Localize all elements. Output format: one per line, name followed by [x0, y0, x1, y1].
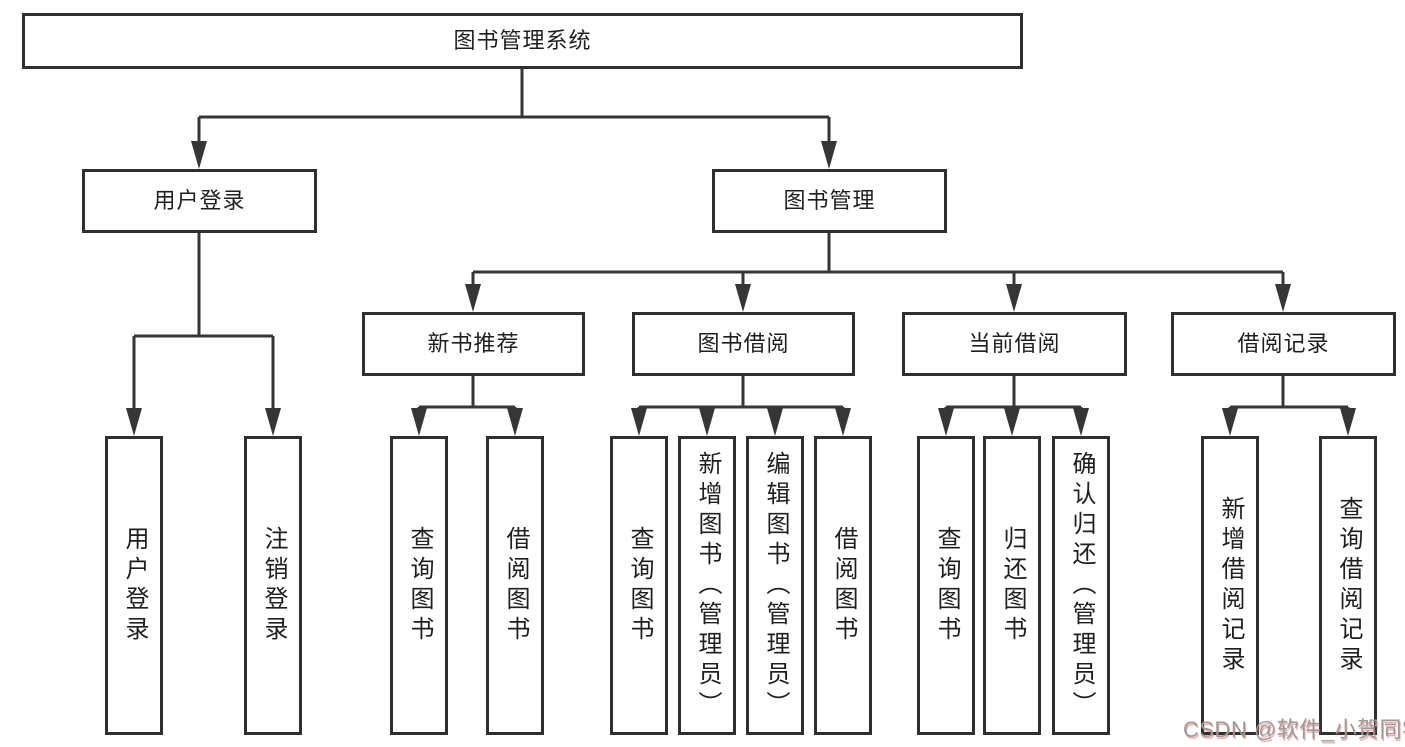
node-current-borrow: 当前借阅 [902, 312, 1127, 376]
leaf-borrow-edit-books-admin: 编辑图书（管理员） [746, 436, 804, 735]
node-book-borrow: 图书借阅 [632, 312, 855, 376]
leaf-logout-login: 注销登录 [244, 436, 302, 735]
arrowheads [126, 141, 1356, 436]
leaf-current-confirm-return-admin: 确认归还（管理员） [1052, 436, 1110, 735]
leaf-current-query-books: 查询图书 [917, 436, 975, 735]
leaf-user-login: 用户登录 [105, 436, 163, 735]
root-node-library-system: 图书管理系统 [22, 13, 1023, 69]
leaf-borrow-add-books-admin: 新增图书（管理员） [678, 436, 736, 735]
node-book-management: 图书管理 [712, 169, 947, 233]
leaf-newrec-borrow-books: 借阅图书 [486, 436, 544, 735]
leaf-records-add-borrow-record: 新增借阅记录 [1201, 436, 1259, 735]
node-user-login: 用户登录 [82, 169, 317, 233]
leaf-newrec-query-books: 查询图书 [390, 436, 448, 735]
leaf-records-query-borrow-record: 查询借阅记录 [1319, 436, 1377, 735]
leaf-borrow-borrow-books: 借阅图书 [814, 436, 872, 735]
leaf-borrow-query-books: 查询图书 [610, 436, 668, 735]
leaf-current-return-books: 归还图书 [983, 436, 1041, 735]
node-borrow-records: 借阅记录 [1171, 312, 1396, 376]
node-new-book-recommend: 新书推荐 [362, 312, 585, 376]
